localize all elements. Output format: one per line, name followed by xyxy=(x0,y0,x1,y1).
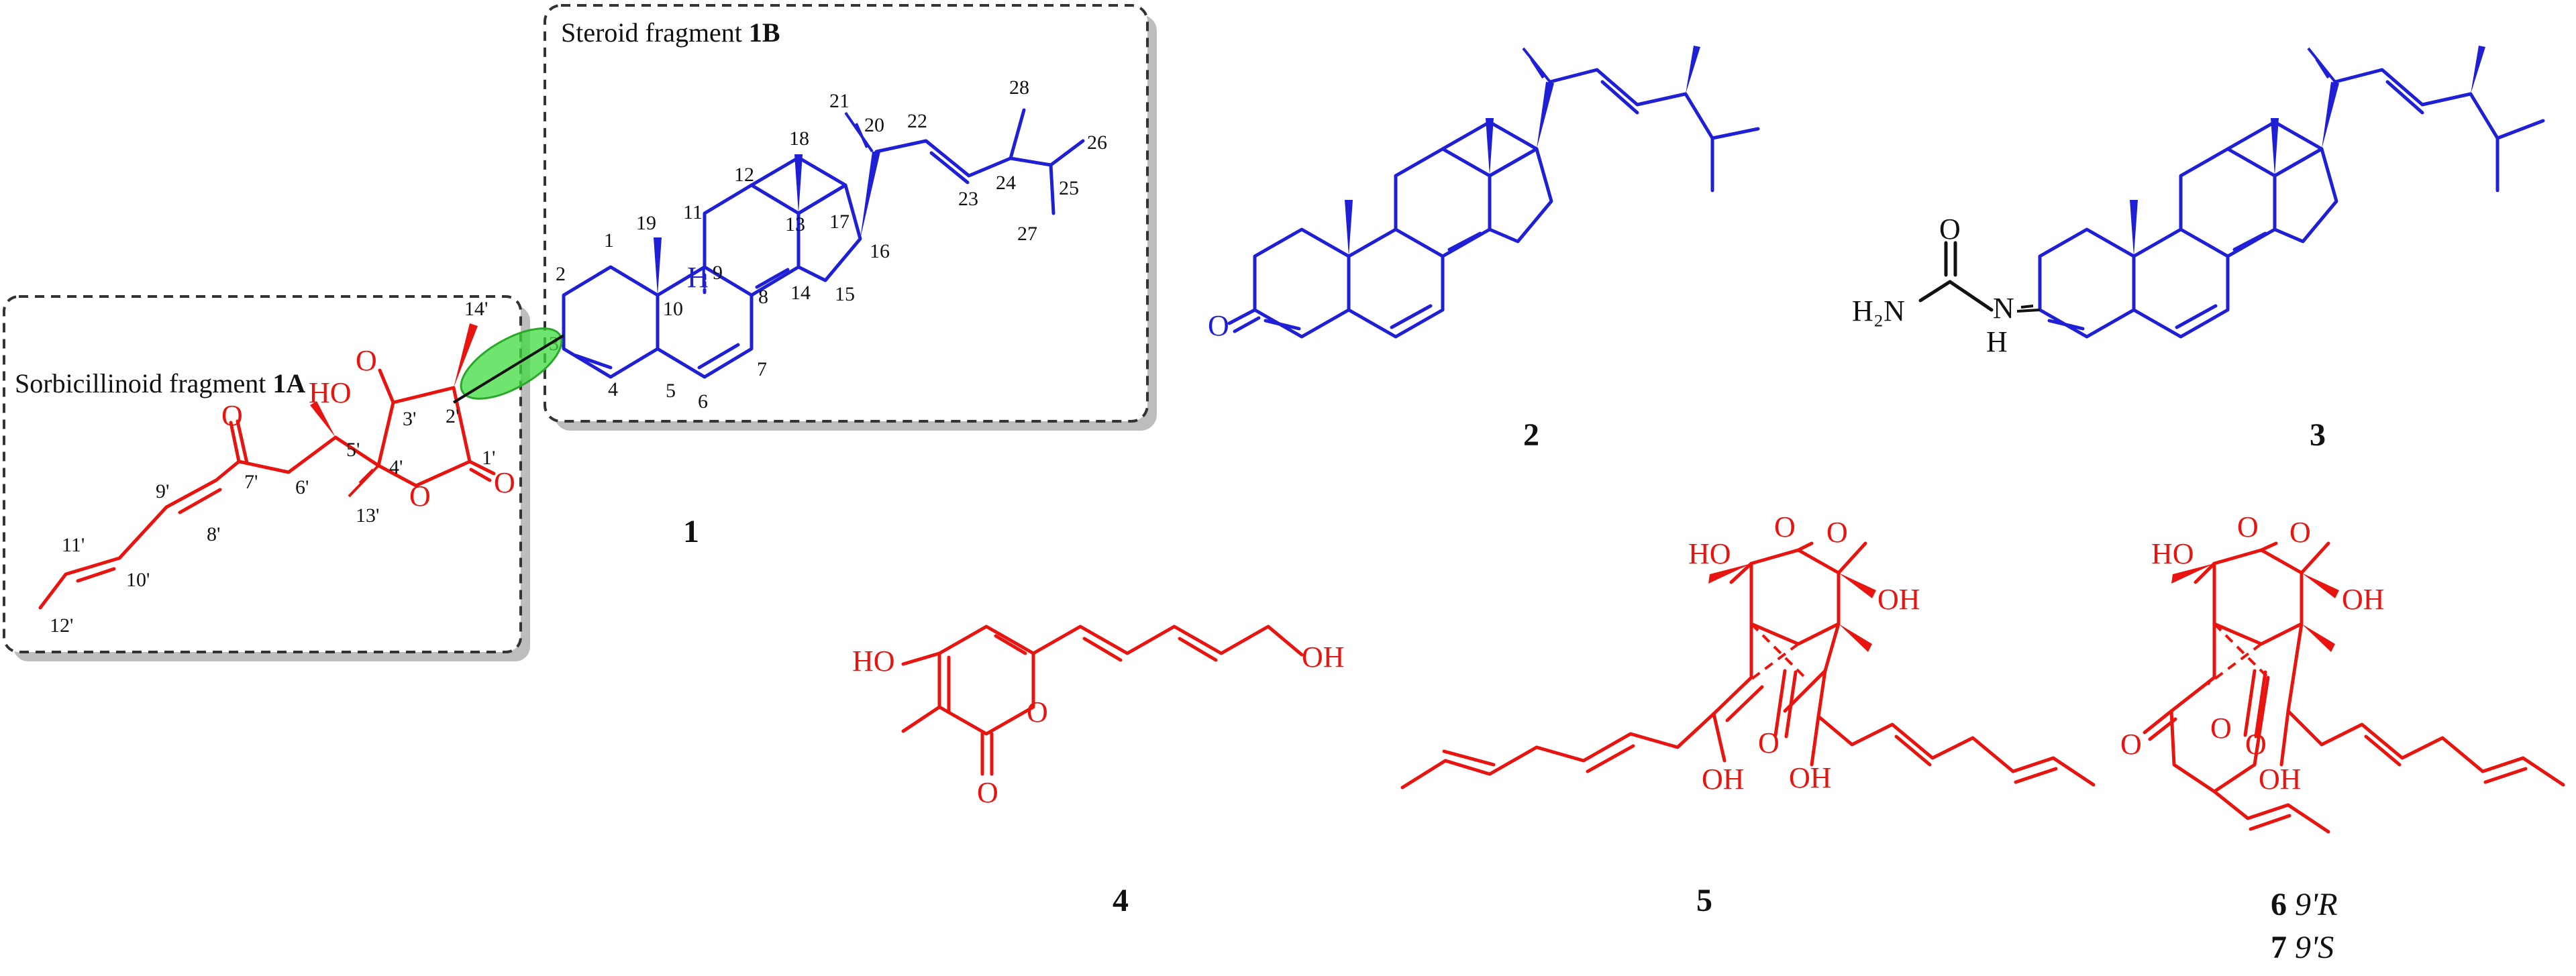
locant-5prime: 5' xyxy=(346,439,360,461)
locant-4: 4 xyxy=(608,378,618,400)
locant-26: 26 xyxy=(1087,131,1107,154)
compound-7-label: 7 9'S xyxy=(2271,930,2334,965)
compound-6-7-structure: HO O O OH O O O OH xyxy=(2120,510,2565,834)
compound-4-oh: OH xyxy=(1302,641,1345,673)
compound-2-label: 2 xyxy=(1523,417,1539,453)
compound-6-carbonyl-o: O xyxy=(2245,728,2267,761)
compound-3-structure: O H₂N N H xyxy=(1852,46,2545,358)
locant-4prime: 4' xyxy=(389,456,403,478)
compound-4-carbonyl-o: O xyxy=(977,776,998,809)
atom-o-3prime: O xyxy=(356,344,377,377)
compound-3-nh2: H₂N xyxy=(1852,294,1905,327)
atom-o-7prime: O xyxy=(221,399,243,432)
locant-14: 14 xyxy=(790,282,811,304)
compound-5-oh-enol-left: OH xyxy=(1702,763,1745,796)
compound-5-ho: HO xyxy=(1688,537,1731,570)
locant-12: 12 xyxy=(734,164,754,186)
compound-5-oh-enol-right: OH xyxy=(1789,761,1832,794)
locant-11prime: 11' xyxy=(62,534,85,556)
compound-6-ketone-o: O xyxy=(2120,728,2142,761)
locant-6: 6 xyxy=(698,390,708,413)
compound-7-number: 7 xyxy=(2271,930,2287,965)
compound-5-structure: HO O O OH O OH OH xyxy=(1400,510,2096,796)
steroid-fragment-label: Steroid fragment 1B xyxy=(561,17,780,48)
locant-10: 10 xyxy=(663,298,683,320)
compound-6-oh: OH xyxy=(2342,583,2385,616)
locant-23: 23 xyxy=(958,188,978,210)
compound-2-ketone-o: O xyxy=(1208,309,1229,342)
compound-6-number: 6 xyxy=(2271,887,2287,922)
compound-4-ring-o: O xyxy=(1027,696,1048,728)
locant-28: 28 xyxy=(1009,76,1029,99)
locant-18: 18 xyxy=(789,127,809,150)
locant-10prime: 10' xyxy=(126,569,150,591)
locant-7prime: 7' xyxy=(244,471,258,493)
locant-3prime: 3' xyxy=(403,408,416,430)
compound-6-ring-o: O xyxy=(2210,712,2232,745)
compound-6-epoxide-o-2: O xyxy=(2289,516,2311,549)
compound-6-ho: HO xyxy=(2151,537,2194,570)
compound-1-label: 1 xyxy=(683,514,699,549)
compound-3-nh: H xyxy=(1986,325,2008,358)
locant-27: 27 xyxy=(1017,223,1037,245)
locant-21: 21 xyxy=(829,90,849,112)
compound-1-sorbicillinoid: O HO O O O 1' 2' 3' 4' 5' 6' 7' 8' 9' 10… xyxy=(38,298,515,637)
sorbicillinoid-fragment-label: Sorbicillinoid fragment 1A xyxy=(15,368,305,398)
locant-20: 20 xyxy=(864,114,884,136)
compound-6-enol-oh: OH xyxy=(2259,763,2302,796)
locant-22: 22 xyxy=(907,110,927,132)
locant-25: 25 xyxy=(1059,177,1079,199)
compound-3-label: 3 xyxy=(2310,417,2326,453)
compound-4-ho: HO xyxy=(852,645,895,677)
compound-2-structure: O xyxy=(1208,46,1760,342)
compound-3-n: N xyxy=(1993,292,2014,325)
locant-13: 13 xyxy=(785,213,805,235)
locant-8: 8 xyxy=(758,286,768,308)
sorbicillinoid-fragment-box: Sorbicillinoid fragment 1A xyxy=(3,295,530,661)
locant-7: 7 xyxy=(757,358,767,380)
compound-5-oh-right: OH xyxy=(1877,583,1920,616)
compound-5-carbonyl-o: O xyxy=(1758,726,1780,759)
compound-6-label: 6 9'R xyxy=(2271,887,2338,922)
atom-ho-5prime: HO xyxy=(309,376,352,409)
atom-o-1prime: O xyxy=(494,466,515,499)
locant-16: 16 xyxy=(870,240,890,262)
locant-9prime: 9' xyxy=(156,480,169,502)
locant-12prime: 12' xyxy=(50,614,73,637)
compound-7-config: 9'S xyxy=(2295,930,2334,965)
locant-11: 11 xyxy=(683,201,703,223)
compound-5-epoxide-o-2: O xyxy=(1826,516,1848,549)
atom-o-ring: O xyxy=(409,480,431,512)
locant-8prime: 8' xyxy=(207,523,220,545)
locant-2: 2 xyxy=(556,263,566,285)
compound-6-config: 9'R xyxy=(2295,887,2338,922)
compound-5-epoxide-o-1: O xyxy=(1774,510,1796,543)
compound-5-label: 5 xyxy=(1696,883,1712,918)
locant-14prime: 14' xyxy=(464,298,488,320)
locant-6prime: 6' xyxy=(295,476,309,498)
locant-24: 24 xyxy=(996,172,1016,194)
locant-1: 1 xyxy=(604,229,614,252)
compound-4-structure: HO O O OH xyxy=(852,625,1345,809)
locant-19: 19 xyxy=(636,212,656,234)
compound-6-epoxide-o-1: O xyxy=(2237,510,2259,543)
locant-9: 9 xyxy=(713,262,723,284)
locant-17: 17 xyxy=(829,211,849,233)
linkage-highlight xyxy=(452,327,565,404)
locant-15: 15 xyxy=(835,283,855,305)
compound-3-urea-o: O xyxy=(1939,213,1961,246)
locant-5: 5 xyxy=(666,380,676,402)
atom-h-9: H xyxy=(687,261,709,294)
locant-1prime: 1' xyxy=(482,447,495,469)
locant-13prime: 13' xyxy=(356,504,379,527)
locant-2prime: 2' xyxy=(446,405,459,427)
compound-4-label: 4 xyxy=(1113,883,1129,918)
